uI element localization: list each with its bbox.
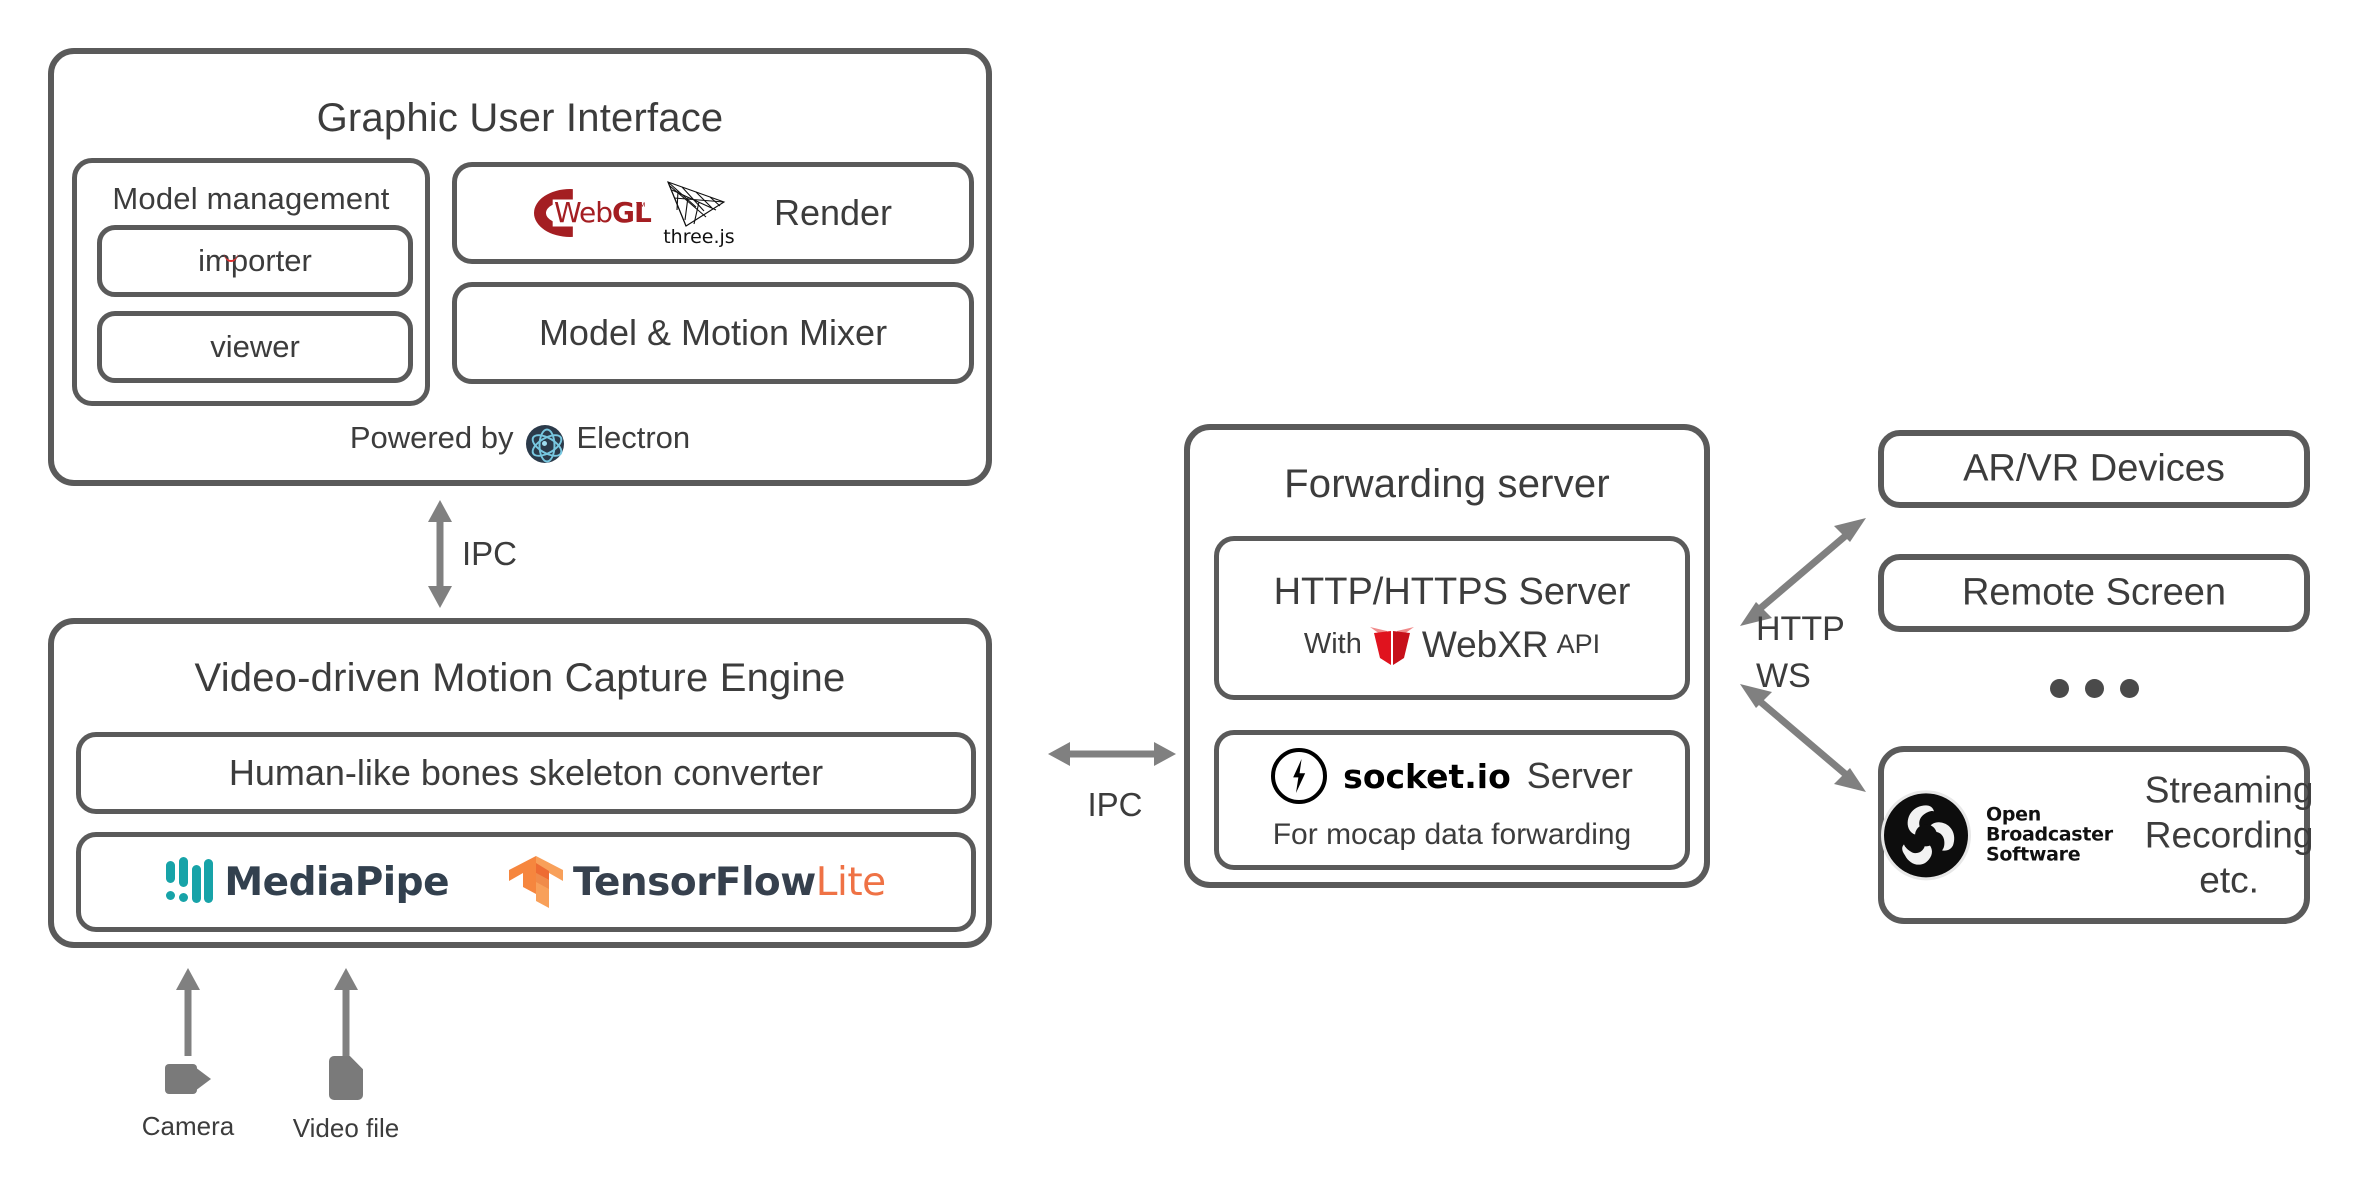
ipc-arrow-horizontal — [1048, 736, 1176, 772]
obs-line-3: Software — [1986, 842, 2081, 865]
socketio-row: socket.io Server — [1271, 748, 1633, 804]
http-ws-arrow-lower — [1734, 678, 1872, 798]
bones-converter-card[interactable]: Human-like bones skeleton converter — [76, 732, 976, 814]
ipc-arrow-vertical — [420, 500, 460, 608]
obs-logo-icon — [1884, 793, 1968, 877]
tensorflow-main-label: TensorFlow — [573, 859, 816, 905]
electron-logo-icon — [525, 424, 566, 463]
model-motion-mixer-card[interactable]: Model & Motion Mixer — [452, 282, 974, 384]
more-devices-ellipsis-icon — [1878, 676, 2310, 700]
threejs-logo-icon: three.js — [663, 181, 735, 248]
viewer-box[interactable]: viewer — [97, 311, 413, 383]
video-file-icon — [329, 1056, 363, 1100]
arvr-devices-label: AR/VR Devices — [1963, 447, 2225, 490]
ws-label: WS — [1756, 657, 1811, 695]
remote-screen-card[interactable]: Remote Screen — [1878, 554, 2310, 632]
http-ws-label: HTTP WS — [1756, 610, 1886, 696]
powered-by-prefix: Powered by — [349, 420, 514, 455]
obs-line-2: Broadcaster — [1986, 823, 2113, 846]
webgl-logo-text: WebGL — [553, 196, 652, 229]
spellcheck-squiggle-icon — [224, 253, 238, 262]
camera-input-arrow — [172, 968, 204, 1056]
camera-label: Camera — [141, 1111, 235, 1141]
obs-text-1: Streaming — [2144, 769, 2314, 811]
render-label: Render — [773, 192, 893, 233]
http-label: HTTP — [1756, 610, 1845, 648]
forwarding-server-card: Forwarding server HTTP/HTTPS Server With… — [1184, 424, 1710, 888]
obs-line-1: Open — [1986, 803, 2041, 826]
http-ws-arrow-upper — [1734, 512, 1872, 632]
graphic-user-interface-card: Graphic User Interface Model management … — [48, 48, 992, 486]
socketio-caption: For mocap data forwarding — [1272, 818, 1632, 851]
mediapipe-mark-icon — [166, 857, 214, 907]
socketio-logo-icon — [1271, 748, 1328, 804]
obs-purpose-text: Streaming Recording etc. — [2145, 767, 2314, 902]
webxr-label: WebXR — [1421, 623, 1549, 665]
webxr-api-label: API — [1556, 629, 1601, 659]
webxr-with-label: With — [1303, 628, 1362, 660]
importer-box[interactable]: importer — [97, 225, 413, 297]
webgl-trademark-icon: ™ — [634, 201, 646, 213]
model-motion-mixer-label: Model & Motion Mixer — [538, 312, 888, 353]
socketio-name: socket.io — [1343, 756, 1511, 796]
tensorflow-lite-logo: TensorFlowLite — [509, 856, 886, 908]
camera-icon — [165, 1064, 211, 1094]
socketio-suffix: Server — [1526, 755, 1633, 796]
remote-screen-label: Remote Screen — [1961, 571, 2226, 614]
bones-converter-label: Human-like bones skeleton converter — [228, 752, 824, 793]
video-file-input: Video file — [286, 1056, 406, 1144]
ipc-label-vertical: IPC — [462, 535, 518, 572]
obs-text-2: Recording — [2144, 814, 2314, 856]
socketio-content: socket.io Server For mocap data forwardi… — [1219, 735, 1685, 865]
camera-input: Camera — [128, 1064, 248, 1142]
tensorflow-lite-label: TensorFlowLite — [573, 860, 886, 905]
webxr-row: With WebXR API — [1304, 624, 1600, 666]
mediapipe-logo: MediaPipe — [166, 857, 450, 907]
viewer-label: viewer — [210, 329, 300, 364]
mocap-title: Video-driven Motion Capture Engine — [194, 656, 846, 700]
ipc-label-horizontal: IPC — [1087, 786, 1143, 823]
http-server-title: HTTP/HTTPS Server — [1273, 570, 1631, 613]
video-file-label: Video file — [292, 1113, 400, 1143]
obs-logo-text: Open Broadcaster Software — [1986, 803, 2113, 865]
powered-by-electron: Powered by Electron — [54, 420, 986, 463]
tensorflow-lite-suffix: Lite — [815, 859, 886, 905]
threejs-label: three.js — [663, 226, 735, 248]
obs-content: Open Broadcaster Software Streaming Reco… — [1884, 767, 2313, 902]
webgl-logo-icon: WebGL ™ — [533, 187, 652, 239]
render-card[interactable]: WebGL ™ three.js — [452, 162, 974, 264]
frameworks-content: MediaPipe TensorFlowLite — [81, 856, 971, 908]
powered-by-suffix: Electron — [576, 420, 691, 455]
mediapipe-label: MediaPipe — [224, 859, 450, 905]
webxr-logo-icon — [1369, 625, 1414, 665]
model-management-card: Model management importer viewer — [72, 158, 430, 406]
obs-text-3: etc. — [2199, 859, 2259, 901]
page-title: Graphic User Interface — [316, 96, 724, 140]
forwarding-server-title: Forwarding server — [1284, 462, 1610, 506]
http-server-content: HTTP/HTTPS Server With WebXR API — [1219, 541, 1685, 695]
tensorflow-mark-icon — [509, 856, 564, 908]
motion-capture-engine-card: Video-driven Motion Capture Engine Human… — [48, 618, 992, 948]
importer-label: importer — [198, 243, 312, 278]
http-server-card[interactable]: HTTP/HTTPS Server With WebXR API — [1214, 536, 1690, 700]
obs-streaming-card[interactable]: Open Broadcaster Software Streaming Reco… — [1878, 746, 2313, 924]
frameworks-card: MediaPipe TensorFlowLite — [76, 832, 976, 932]
socketio-server-card[interactable]: socket.io Server For mocap data forwardi… — [1214, 730, 1690, 870]
render-content: WebGL ™ three.js — [457, 181, 969, 248]
arvr-devices-card[interactable]: AR/VR Devices — [1878, 430, 2310, 508]
model-management-title: Model management — [112, 181, 390, 216]
video-file-input-arrow — [330, 968, 362, 1056]
